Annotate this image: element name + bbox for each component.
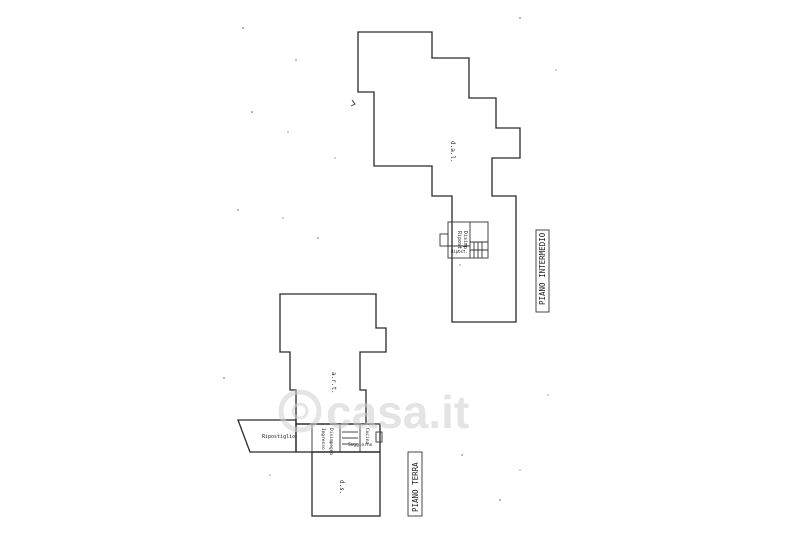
- watermark-text: casa.it: [326, 386, 469, 438]
- ground-plan-title: PIANO TERRA: [411, 462, 420, 512]
- watermark: casa.it: [278, 386, 469, 438]
- ground-left-strip: [237, 419, 297, 453]
- upper-room-label-0: Ripost.: [456, 231, 462, 252]
- ground-plan-outline: [279, 293, 387, 425]
- ground-room-label-0: Ingresso: [320, 428, 326, 450]
- ground-room-label-3: Soggiorno: [348, 442, 373, 448]
- ground-left-strip-label: Ripostiglio: [262, 434, 295, 440]
- ground-title-box: [407, 451, 423, 517]
- scan-noise: [223, 17, 557, 501]
- upper-scribble: [350, 99, 356, 107]
- upper-title-box: [535, 229, 550, 313]
- upper-service-block: Ripost.: [439, 221, 489, 259]
- ground-main-area-label: a.r.t.: [330, 372, 337, 394]
- upper-main-area-label: d.a.l.: [449, 141, 456, 163]
- ground-lower-block: [311, 451, 381, 517]
- upper-plan-outline: [357, 31, 521, 323]
- upper-plan-title: PIANO INTERMEDIO: [538, 232, 547, 305]
- upper-room-label-2: Disimp.: [462, 231, 468, 252]
- upper-room-label-1: Ripost.: [451, 249, 468, 254]
- ground-lower-area-label: d.s.: [338, 480, 345, 494]
- ground-room-label-2: Cucina: [364, 428, 370, 445]
- watermark-logo-icon: [278, 389, 322, 433]
- upper-floor-plan: Ripost. Ripost. Disimp. d.a.l. PIANO INT…: [350, 31, 550, 323]
- ground-floor-plan: Ripostiglio a.r.t. d.s. Ingresso Disimpe…: [237, 293, 423, 517]
- ground-room-label-1: Disimpegno: [328, 428, 334, 455]
